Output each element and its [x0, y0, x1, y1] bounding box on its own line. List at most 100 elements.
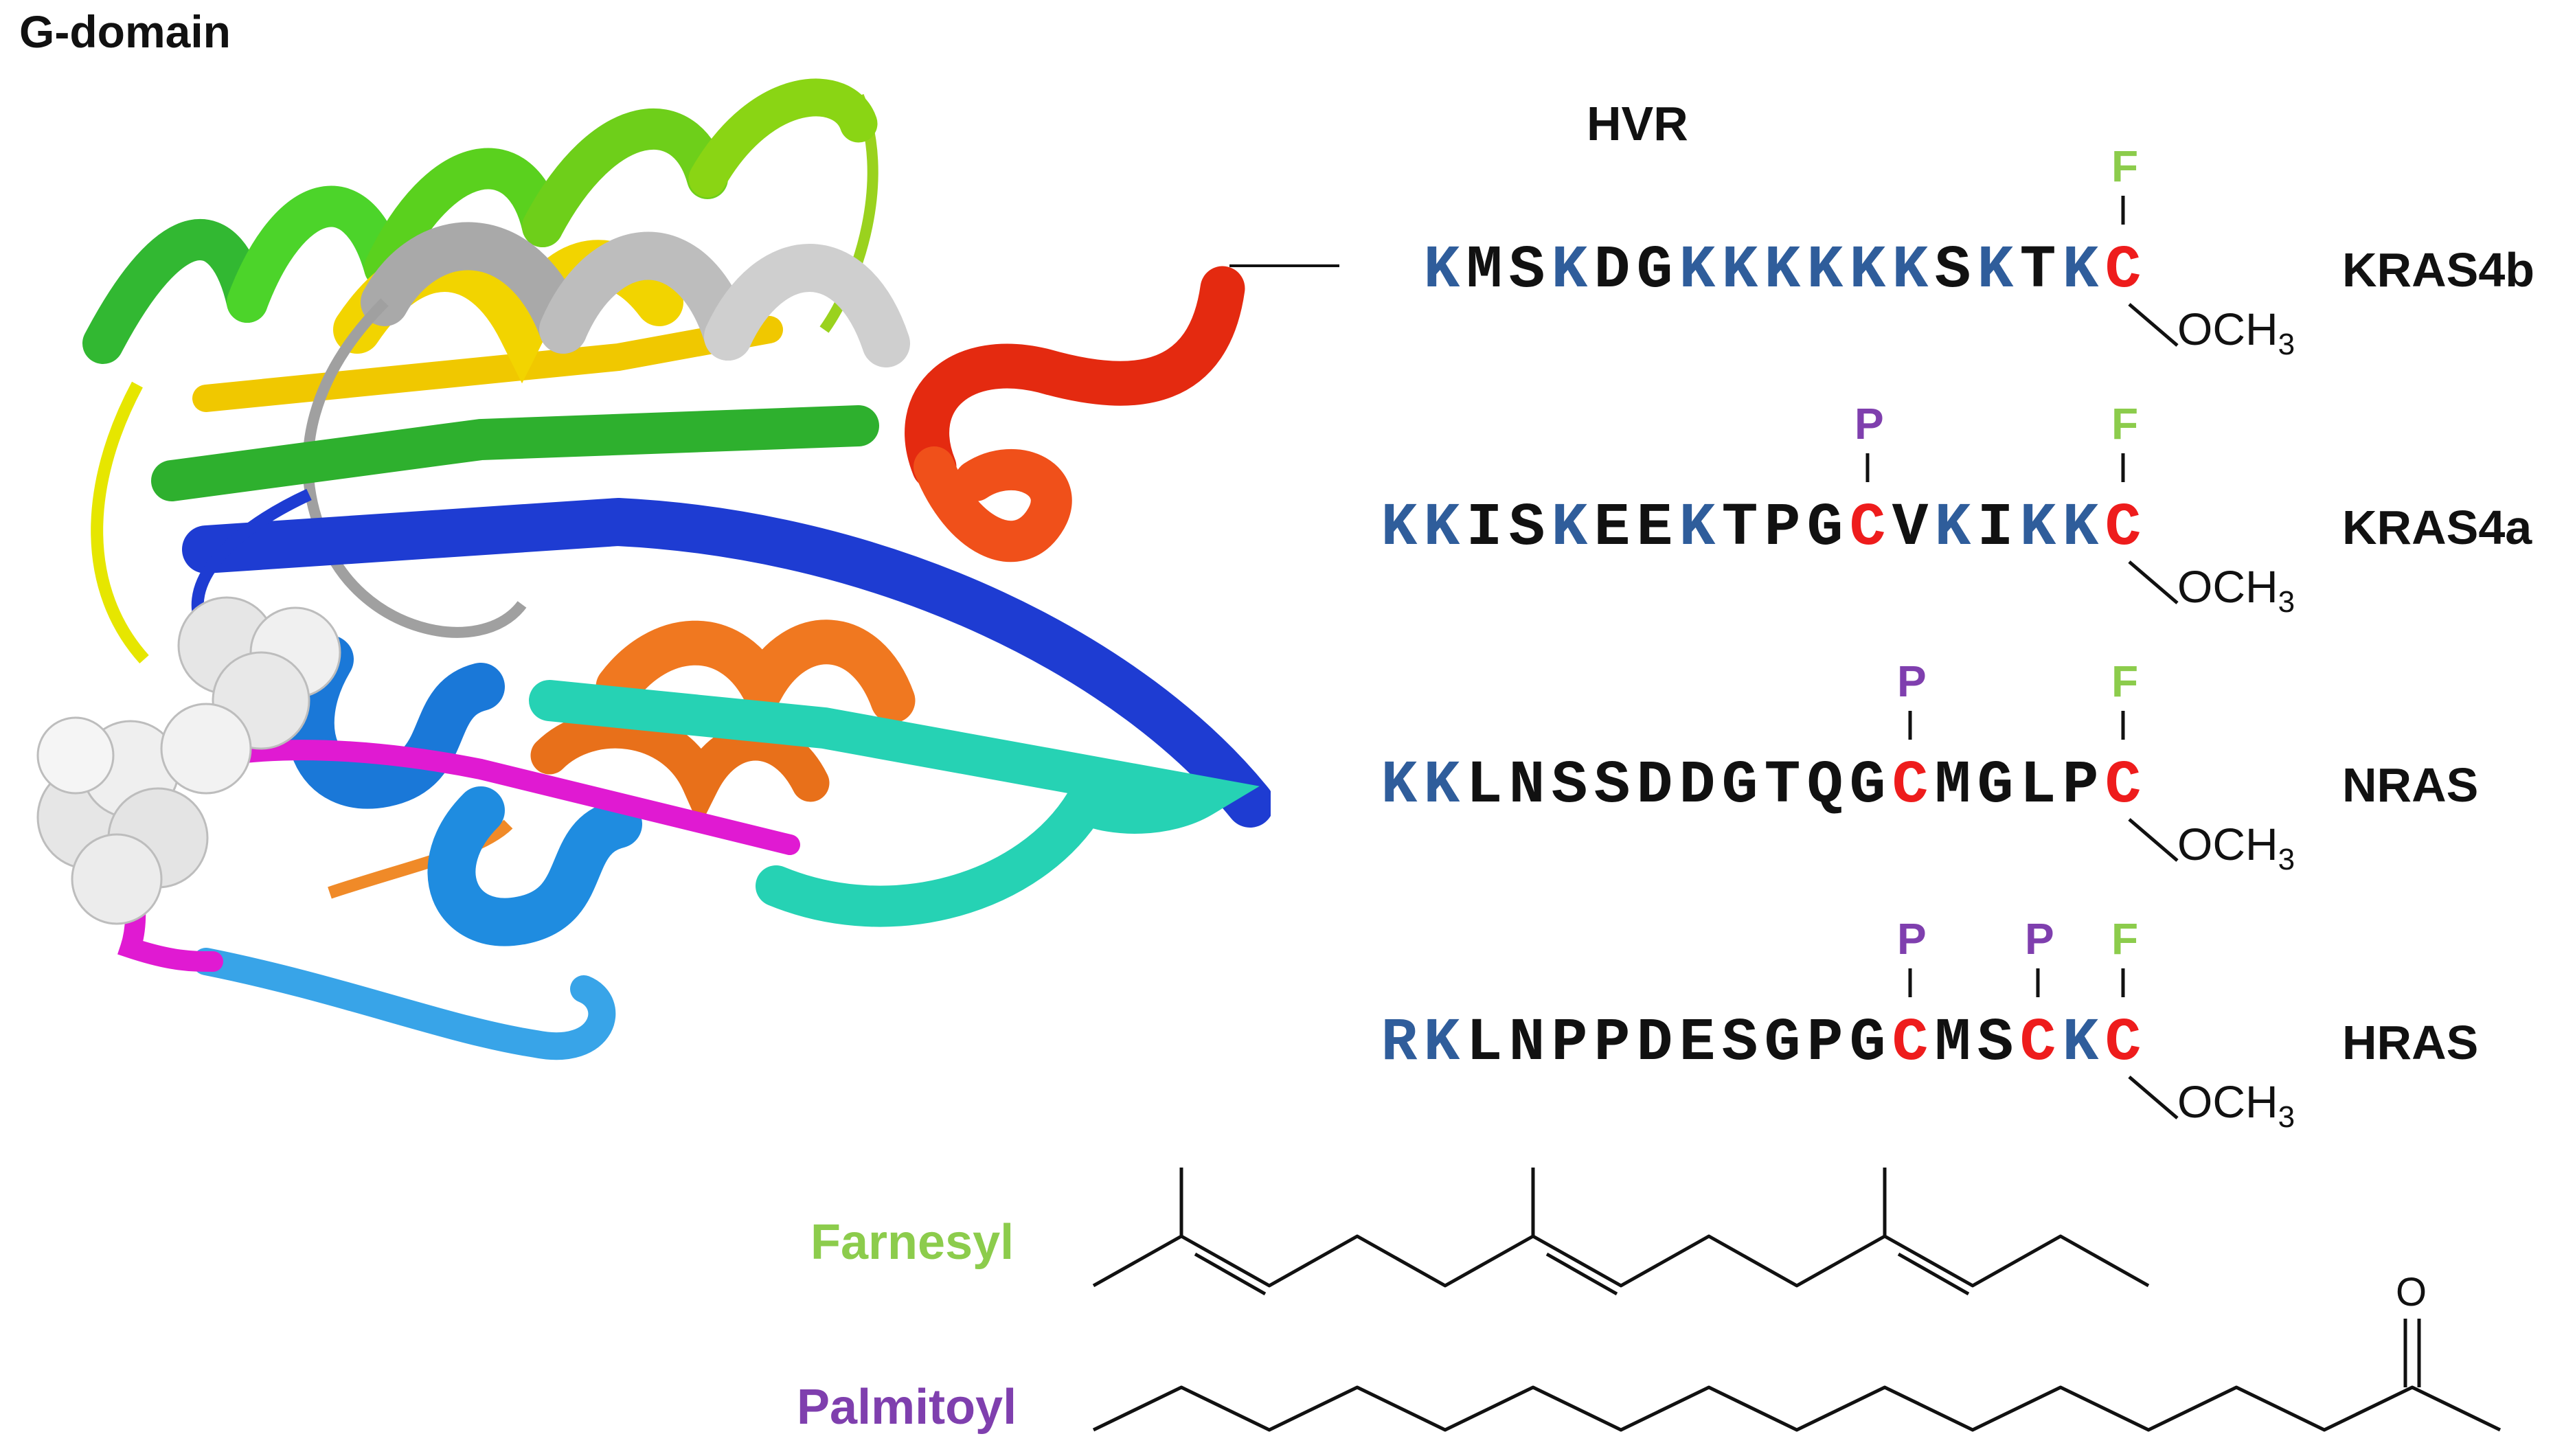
- residue: E: [1636, 494, 1673, 562]
- methyl-ester-text: OCH: [2177, 819, 2278, 869]
- helix-green: [82, 78, 878, 364]
- palmitoyl-mark: P: [1897, 657, 1927, 706]
- methyl-ester-text: OCH: [2177, 561, 2278, 612]
- helix-red: [905, 266, 1245, 562]
- residue: K: [1679, 494, 1716, 562]
- residue: C: [2105, 237, 2142, 305]
- residue: C: [2105, 494, 2142, 562]
- residue: K: [1423, 1010, 1460, 1078]
- palmitoyl-label: Palmitoyl: [797, 1380, 1017, 1435]
- g-domain-title: G-domain: [19, 6, 231, 57]
- residue: L: [2019, 752, 2056, 820]
- protein-name: NRAS: [2342, 758, 2479, 812]
- residue: P: [1593, 1010, 1631, 1078]
- residue: C: [1892, 752, 1929, 820]
- methyl-ester-subscript: 3: [2278, 585, 2295, 619]
- bond-line: [2128, 560, 2179, 604]
- farnesyl-mark: F: [2111, 399, 2139, 448]
- bond-line: [2128, 1076, 2179, 1119]
- residue: K: [1934, 494, 1971, 562]
- residue: M: [1466, 237, 1503, 305]
- residue: K: [1764, 237, 1801, 305]
- residue: G: [1977, 752, 2014, 820]
- bond-line: [2128, 818, 2179, 862]
- residue: R: [1381, 1010, 1418, 1078]
- strand-cyan: [529, 680, 1260, 927]
- residue: T: [2019, 237, 2056, 305]
- protein-name: KRAS4a: [2342, 501, 2532, 554]
- residue: D: [1593, 237, 1631, 305]
- residue: P: [1806, 1010, 1844, 1078]
- palmitoyl-mark: P: [2025, 914, 2054, 964]
- residue: K: [2062, 237, 2099, 305]
- residue: C: [2019, 1010, 2056, 1078]
- methyl-ester-subscript: 3: [2278, 1100, 2295, 1135]
- residue: C: [2105, 1010, 2142, 1078]
- residue: L: [1466, 752, 1503, 820]
- methyl-ester-subscript: 3: [2278, 843, 2295, 877]
- residue: G: [1764, 1010, 1801, 1078]
- methyl-ester-text: OCH: [2177, 1076, 2278, 1127]
- residue: C: [1892, 1010, 1929, 1078]
- residue: I: [1977, 494, 2014, 562]
- strand-green: [151, 405, 879, 501]
- carbonyl-oxygen: O: [2396, 1270, 2427, 1315]
- g-domain-structure: [36, 78, 1271, 1060]
- gdp-ligand-spheres: [36, 596, 341, 925]
- residue: K: [2062, 494, 2099, 562]
- residue: P: [1551, 1010, 1588, 1078]
- residue: K: [1892, 237, 1929, 305]
- residue: G: [1849, 1010, 1886, 1078]
- bond-line: [2128, 303, 2179, 347]
- protein-name: HRAS: [2342, 1016, 2479, 1069]
- farnesyl-mark: F: [2111, 914, 2139, 964]
- connector-line: [1229, 264, 1339, 267]
- residue: K: [1381, 494, 1418, 562]
- methyl-ester-label: OCH3: [2177, 560, 2295, 619]
- residue: K: [1423, 752, 1460, 820]
- residue: K: [1551, 237, 1588, 305]
- residue: K: [1849, 237, 1886, 305]
- farnesyl-mark: F: [2111, 657, 2139, 706]
- residue: K: [1721, 237, 1758, 305]
- helix-light-blue: [192, 635, 642, 1060]
- hvr-title: HVR: [1587, 97, 1688, 150]
- farnesyl-mark: F: [2111, 141, 2139, 191]
- farnesyl-label: Farnesyl: [810, 1215, 1014, 1270]
- residue: T: [1721, 494, 1758, 562]
- residue: S: [1551, 752, 1588, 820]
- residue: S: [1721, 1010, 1758, 1078]
- residue: D: [1636, 752, 1673, 820]
- residue: G: [1636, 237, 1673, 305]
- residue: S: [1508, 237, 1545, 305]
- residue: K: [1551, 494, 1588, 562]
- residue: T: [1764, 752, 1801, 820]
- palmitoyl-mark: P: [1897, 914, 1927, 964]
- residue: M: [1934, 1010, 1971, 1078]
- palmitoyl-mark: P: [1854, 399, 1884, 448]
- residue: D: [1679, 752, 1716, 820]
- residue: P: [2062, 752, 2099, 820]
- residue: S: [1508, 494, 1545, 562]
- residue: M: [1934, 752, 1971, 820]
- residue: K: [1381, 752, 1418, 820]
- residue: G: [1806, 494, 1844, 562]
- residue: K: [2062, 1010, 2099, 1078]
- residue: K: [1423, 237, 1460, 305]
- residue: N: [1508, 752, 1545, 820]
- residue: V: [1892, 494, 1929, 562]
- methyl-ester-subscript: 3: [2278, 328, 2295, 362]
- residue: G: [1721, 752, 1758, 820]
- residue: I: [1466, 494, 1503, 562]
- strand-blue: [182, 497, 1271, 828]
